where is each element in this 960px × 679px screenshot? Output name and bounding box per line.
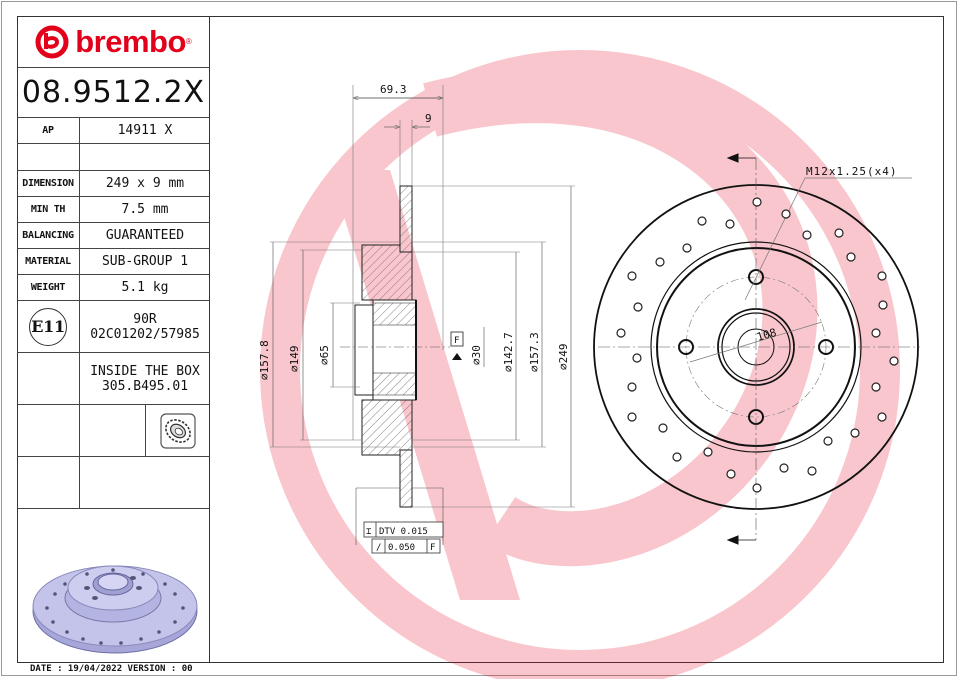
spec-label: DIMENSION [17,171,80,196]
ap-value: 14911 X [117,123,173,138]
empty-cell [17,405,80,456]
dtv-tolerance: DTV 0.015 [379,527,428,537]
empty-cell [17,144,80,170]
spec-value: 5.1 kg [121,280,169,295]
dim-142-7: ⌀142.7 [502,332,515,372]
bearing-row [17,405,210,457]
empty-cell [17,353,80,404]
dim-30: ⌀30 [470,345,483,365]
approval-number: 02C01202/57985 [90,326,200,342]
inside-box-row: INSIDE THE BOX 305.B495.01 [17,353,210,405]
bearing-icon-cell [146,405,210,456]
inside-box-text: INSIDE THE BOX 305.B495.01 [80,353,210,404]
e11-approval-mark: E11 [29,307,67,346]
spec-label: BALANCING [17,223,80,248]
dim-149: ⌀149 [288,346,301,373]
disc-3d-render [32,565,198,654]
approval-text: 90R 02C01202/57985 [80,301,210,352]
drawing-frame [17,16,944,663]
ap-label: AP [17,118,80,143]
inside-box-code: 305.B495.01 [101,378,189,394]
runout-datum: F [430,543,435,553]
drilled-holes [616,197,899,493]
approval-row: E11 90R 02C01202/57985 [17,301,210,353]
runout-symbol: / [376,543,381,553]
section-dimension-labels: 69.3 9 ⌀157.8 ⌀149 ⌀65 ⌀30 ⌀142.7 ⌀157.3… [258,83,570,553]
spec-row-dimension: DIMENSION 249 x 9 mm [17,171,210,197]
empty-cell [80,405,146,456]
title-block: brembo® 08.9512.2X AP 14911 X DIMENSION … [17,16,210,663]
pcd-label: 108 [755,326,778,344]
empty-cell [80,144,210,170]
date-version: DATE : 19/04/2022 VERSION : 00 [30,664,193,674]
approval-regulation: 90R [133,311,157,327]
empty-cell [80,457,210,508]
thread-callout: M12x1.25(x4) [806,165,897,178]
spec-value: SUB-GROUP 1 [101,254,189,269]
part-number: 08.9512.2X [17,68,210,118]
spec-value: GUARANTEED [105,228,185,243]
inside-box-label: INSIDE THE BOX [90,363,200,379]
spec-value: 249 x 9 mm [105,176,185,191]
empty-row [17,457,210,509]
bearing-icon [160,412,196,449]
datum-f-label: F [454,336,459,346]
dim-overall-width: 69.3 [380,83,407,96]
dim-157-8: ⌀157.8 [258,340,271,380]
runout-tolerance: 0.050 [388,543,415,553]
dim-157-3: ⌀157.3 [528,332,541,372]
brand-name: brembo [75,23,186,59]
spec-label: MATERIAL [17,249,80,274]
empty-row [17,144,210,171]
spec-value: 7.5 mm [121,202,169,217]
spec-row-weight: WEIGHT 5.1 kg [17,275,210,301]
front-view-labels: M12x1.25(x4) 108 [755,165,897,344]
approval-mark-cell: E11 [17,301,80,352]
spec-row-min-th: MIN TH 7.5 mm [17,197,210,223]
brembo-logo-icon [35,25,69,58]
flatness-symbol: ⌶ [366,527,372,537]
ap-row: AP 14911 X [17,118,210,144]
spec-label: MIN TH [17,197,80,222]
spec-row-material: MATERIAL SUB-GROUP 1 [17,249,210,275]
spec-row-balancing: BALANCING GUARANTEED [17,223,210,249]
front-view [593,153,920,545]
spec-label: WEIGHT [17,275,80,300]
section-view [270,85,575,554]
empty-cell [17,457,80,508]
dim-65: ⌀65 [318,345,331,365]
brand-logo: brembo® [17,16,210,68]
registered-mark: ® [185,37,192,46]
dim-249: ⌀249 [557,344,570,371]
dim-disc-thickness: 9 [425,112,432,125]
